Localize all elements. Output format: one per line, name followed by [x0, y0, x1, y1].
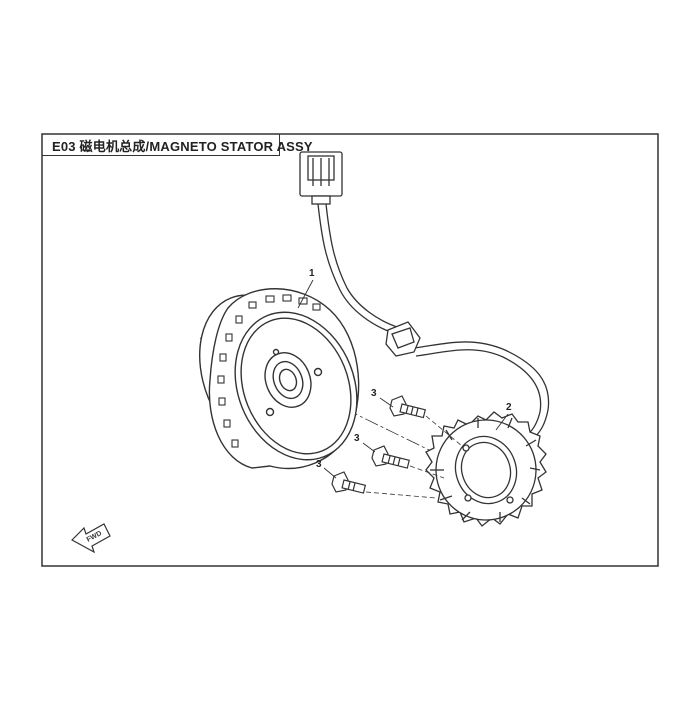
wire-clamp [385, 321, 421, 357]
bolt-middle [371, 445, 410, 469]
wire-harness [317, 203, 550, 439]
callout-1: 1 [309, 268, 315, 279]
callout-3-middle: 3 [354, 433, 360, 444]
title-box [42, 134, 280, 156]
diagram-title: E03 磁电机总成/MAGNETO STATOR ASSY [52, 139, 313, 154]
stator [425, 411, 547, 527]
bolt-lower [331, 471, 367, 494]
bolt-upper [389, 395, 427, 419]
connector-plug [299, 151, 343, 205]
flywheel-rotor [198, 288, 360, 470]
callout-3-upper: 3 [371, 388, 377, 399]
callout-2: 2 [506, 402, 512, 413]
bolt-alignment-lines [365, 415, 463, 499]
flywheel-slots [217, 294, 321, 448]
sheet-frame [41, 133, 659, 567]
callout-3-lower: 3 [316, 459, 322, 470]
callout-leaders [297, 279, 509, 479]
fwd-arrow-icon: FWD [71, 523, 111, 554]
